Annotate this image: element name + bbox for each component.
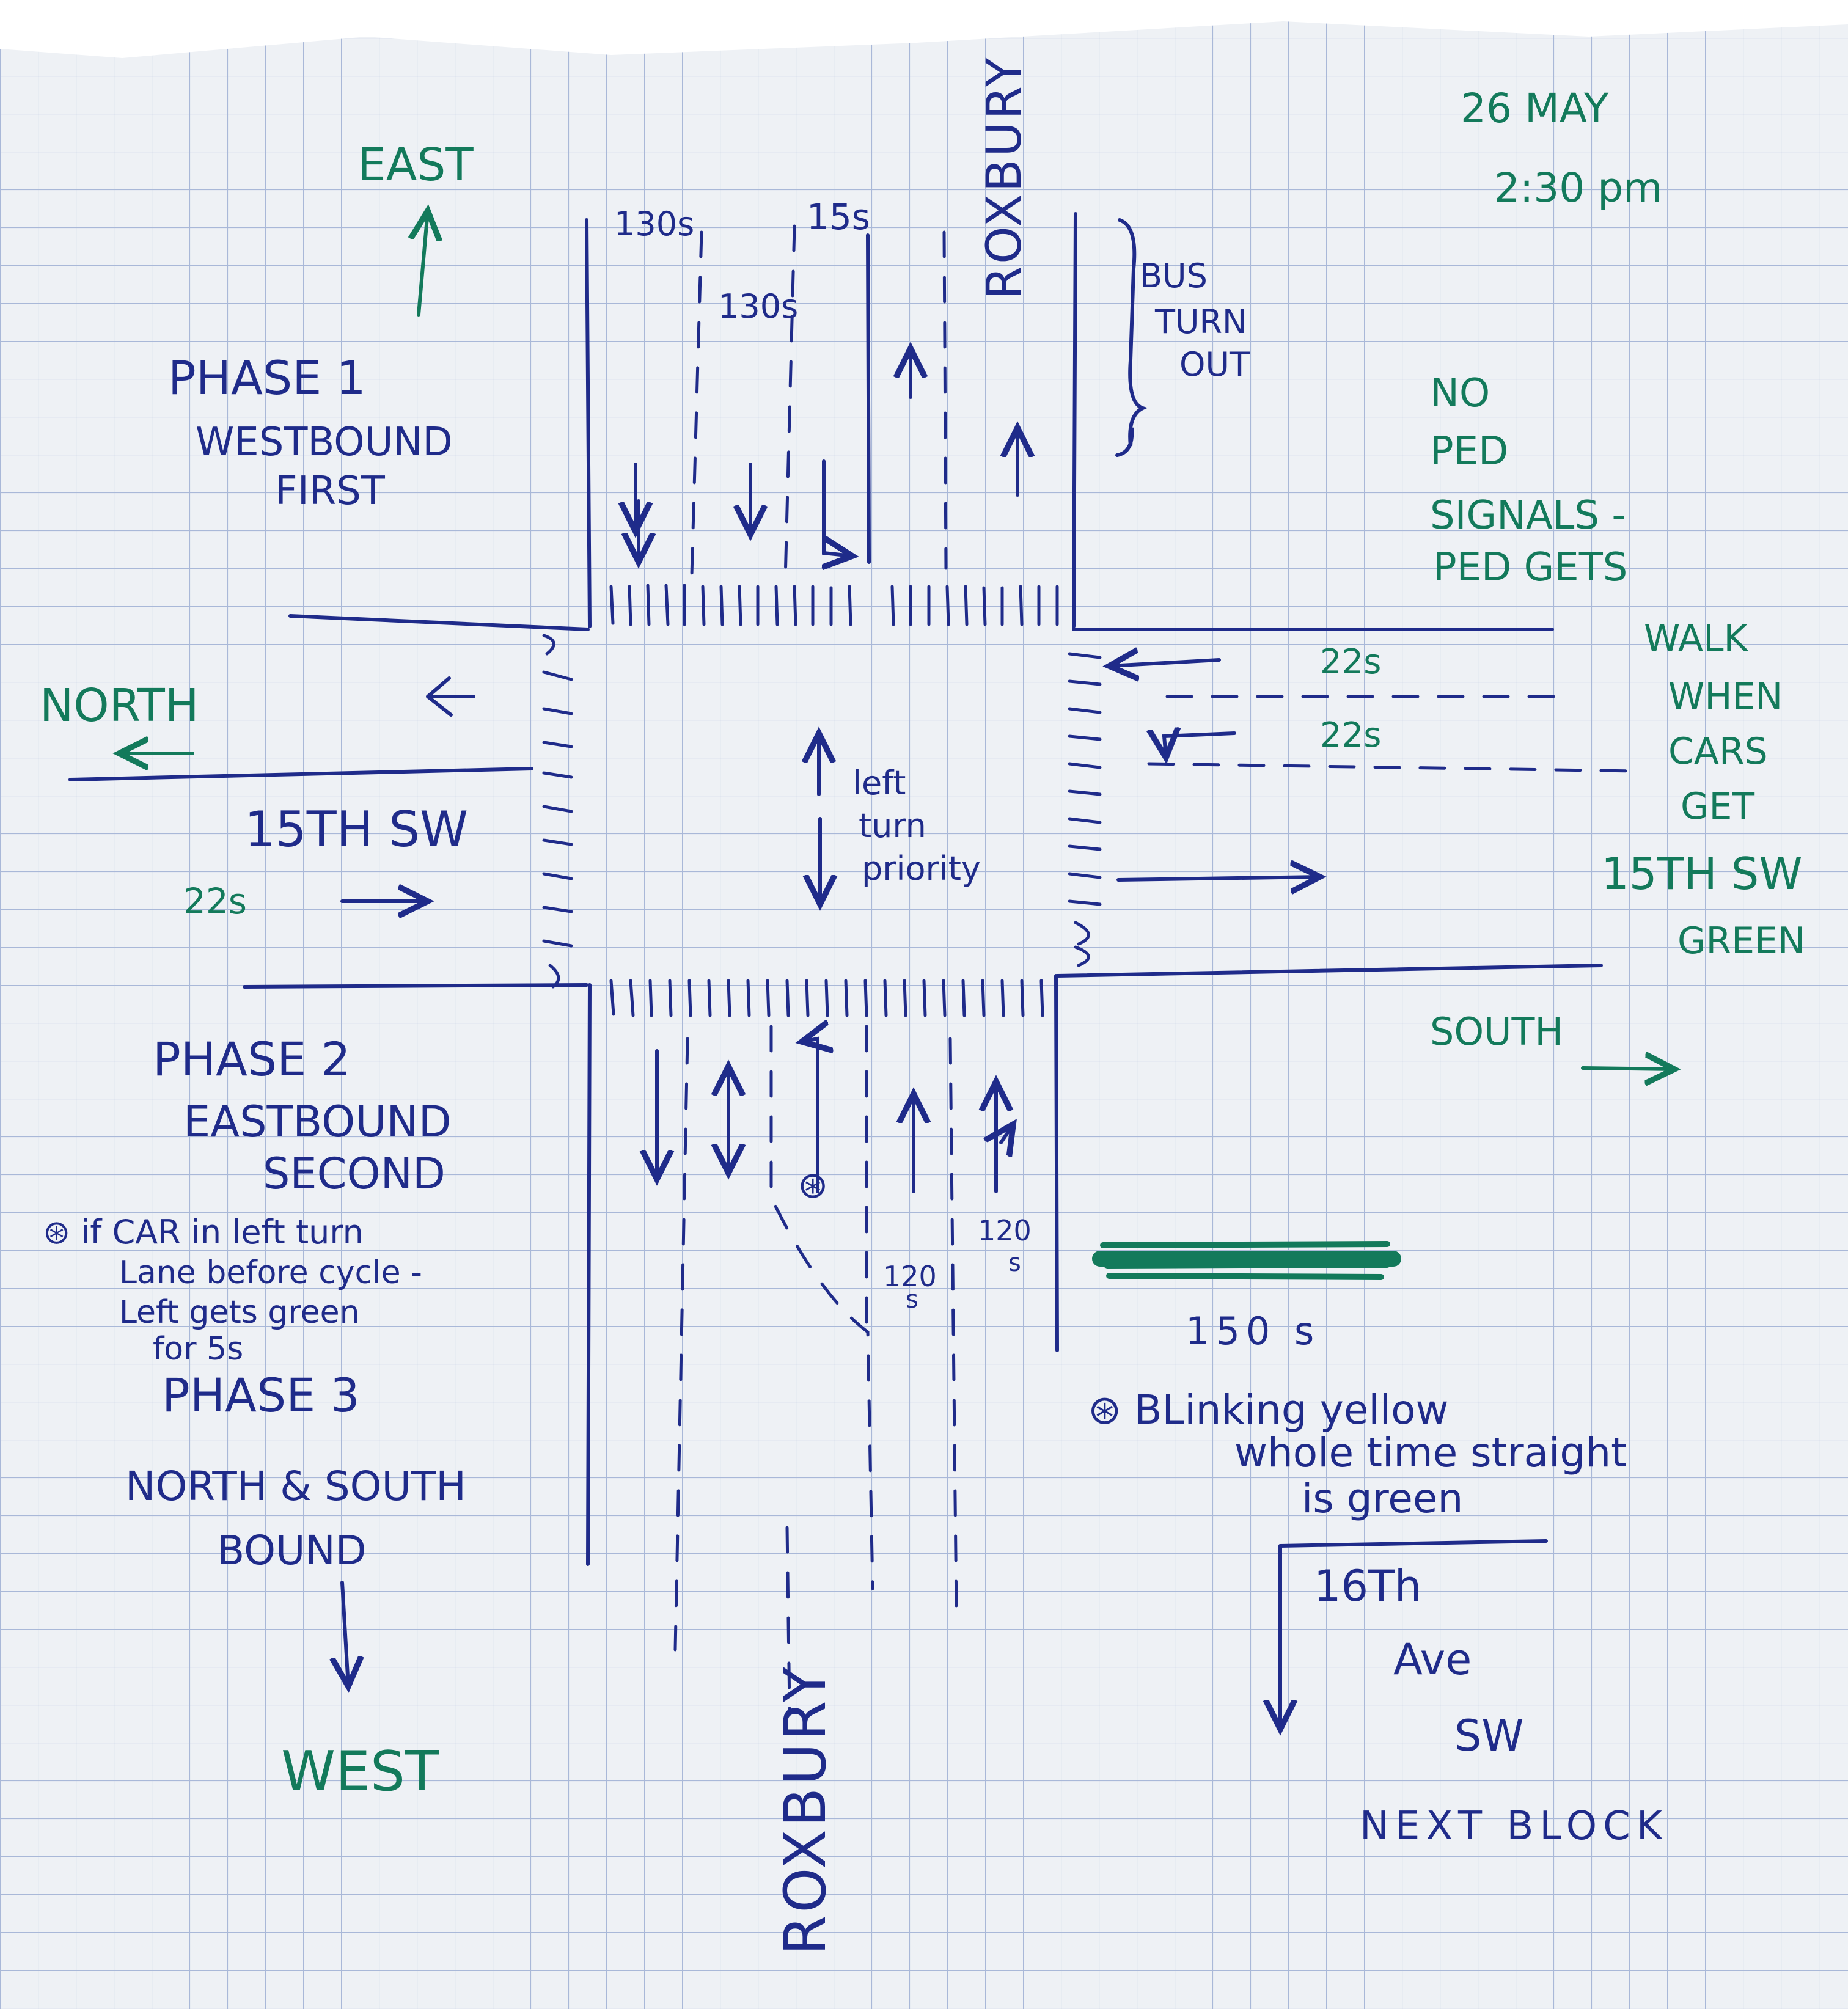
left-turn-note-2: Lane before cycle - (119, 1254, 422, 1291)
left-turn-note-4: for 5s (153, 1331, 243, 1367)
roxbury-north-median (866, 233, 871, 564)
date-label: 26 MAY (1461, 85, 1609, 132)
arrow-east (419, 211, 428, 317)
bus-note-3: OUT (1179, 345, 1250, 384)
south-label: SOUTH (1430, 1009, 1563, 1054)
ped-note-4: PED GETS (1433, 545, 1627, 590)
blink-note-3: is green (1302, 1475, 1463, 1522)
arrow-west (342, 1581, 348, 1686)
timing-130-b: 130s (718, 287, 798, 326)
next-block-2: Ave (1393, 1634, 1472, 1685)
ped-note-2: PED (1430, 429, 1508, 474)
priority-note-3: priority (862, 849, 981, 888)
crosswalk-west (542, 634, 573, 989)
crosswalk-east (1068, 652, 1102, 967)
arrow-eb-east (1116, 877, 1320, 880)
next-block-3: SW (1454, 1711, 1524, 1761)
fifteenth-west-north-edge (288, 614, 590, 631)
arrow-nb-s4-right (1001, 1124, 1013, 1143)
left-turn-note-1: ⊛ if CAR in left turn (43, 1213, 364, 1251)
crossed-out-note (1092, 1241, 1401, 1280)
ped-note-1: NO (1430, 371, 1490, 416)
ped-note-8: GET (1681, 785, 1755, 828)
fifteenth-east-south-edge (1055, 964, 1603, 978)
next-block-1: 16Th (1314, 1561, 1421, 1611)
timing-22-left: 22s (183, 880, 247, 922)
road-edges (68, 212, 1603, 1566)
asterisk-marker: ⊛ (798, 1164, 828, 1207)
blink-note-1: ⊛ BLinking yellow (1088, 1386, 1448, 1433)
roxbury-bottom-label: ROXBURY (772, 1664, 839, 1955)
phase2-line1: EASTBOUND (183, 1097, 452, 1147)
arrow-wb-1 (1109, 660, 1221, 666)
compass-arrows (119, 211, 1674, 1069)
roxbury-north-east-edge (1072, 212, 1077, 628)
next-block-4: NEXT BLOCK (1360, 1804, 1668, 1849)
lane-arrows (342, 348, 1548, 1729)
timing-120-a: 120 (883, 1260, 937, 1293)
ped-note-6: WHEN (1668, 675, 1783, 718)
timing-120-a-unit: s (906, 1286, 919, 1314)
ped-note-3: SIGNALS - (1430, 493, 1626, 538)
timing-120-b: 120 (978, 1214, 1032, 1247)
phase1-line1: WESTBOUND (196, 420, 453, 465)
lane-dashes (673, 224, 1640, 1713)
timing-22-right-a: 22s (1320, 642, 1381, 682)
priority-note-1: left (853, 764, 906, 802)
timing-22-right-b: 22s (1320, 715, 1381, 755)
crosswalk-north (609, 584, 1059, 626)
east-label: EAST (358, 139, 474, 191)
fifteenth-west-south-edge (243, 983, 588, 989)
ped-note-10: GREEN (1678, 920, 1805, 962)
roxbury-north-west-edge (585, 218, 592, 628)
crosswalks (542, 584, 1102, 1017)
phase1-title: PHASE 1 (168, 351, 366, 405)
phase2-title: PHASE 2 (153, 1032, 351, 1086)
timing-130-a: 130s (614, 205, 694, 243)
fifteenth-west-median (68, 767, 534, 781)
roxbury-top-label: ROXBURY (977, 56, 1032, 300)
west-label: WEST (281, 1740, 439, 1804)
arrow-left-turn (802, 1039, 818, 1193)
phase3-line1: NORTH & SOUTH (125, 1463, 466, 1510)
fifteenth-right-label: 15TH SW (1601, 848, 1803, 899)
arrow-wb-2 (1164, 733, 1236, 758)
left-turn-note-3: Left gets green (119, 1294, 360, 1331)
arrow-south (1581, 1068, 1674, 1069)
phase3-title: PHASE 3 (162, 1368, 360, 1422)
timing-15: 15s (807, 196, 870, 238)
blink-note-2: whole time straight (1234, 1429, 1627, 1476)
bus-turnout-brace (1115, 218, 1148, 457)
time-label: 2:30 pm (1494, 164, 1662, 211)
phase3-line2: BOUND (217, 1527, 367, 1574)
bus-note-1: BUS (1140, 257, 1208, 295)
ped-note-5: WALK (1644, 617, 1749, 660)
ped-note-7: CARS (1668, 730, 1768, 773)
crosswalk-south (609, 979, 1044, 1017)
phase1-line2: FIRST (275, 469, 386, 514)
fifteenth-left-label: 15TH SW (244, 801, 468, 858)
bus-note-2: TURN (1154, 302, 1247, 341)
priority-note-2: turn (859, 807, 926, 845)
north-label: NORTH (40, 679, 199, 732)
torn-paper-edge (0, 0, 1848, 58)
roxbury-south-east-edge (1054, 974, 1059, 1352)
timing-150: 150 s (1186, 1309, 1320, 1353)
roxbury-south-west-edge (586, 983, 592, 1566)
phase2-line2: SECOND (263, 1149, 446, 1199)
arrow-wb-west (426, 676, 475, 717)
arrow-sb-right (824, 459, 853, 556)
timing-120-b-unit: s (1008, 1249, 1021, 1277)
